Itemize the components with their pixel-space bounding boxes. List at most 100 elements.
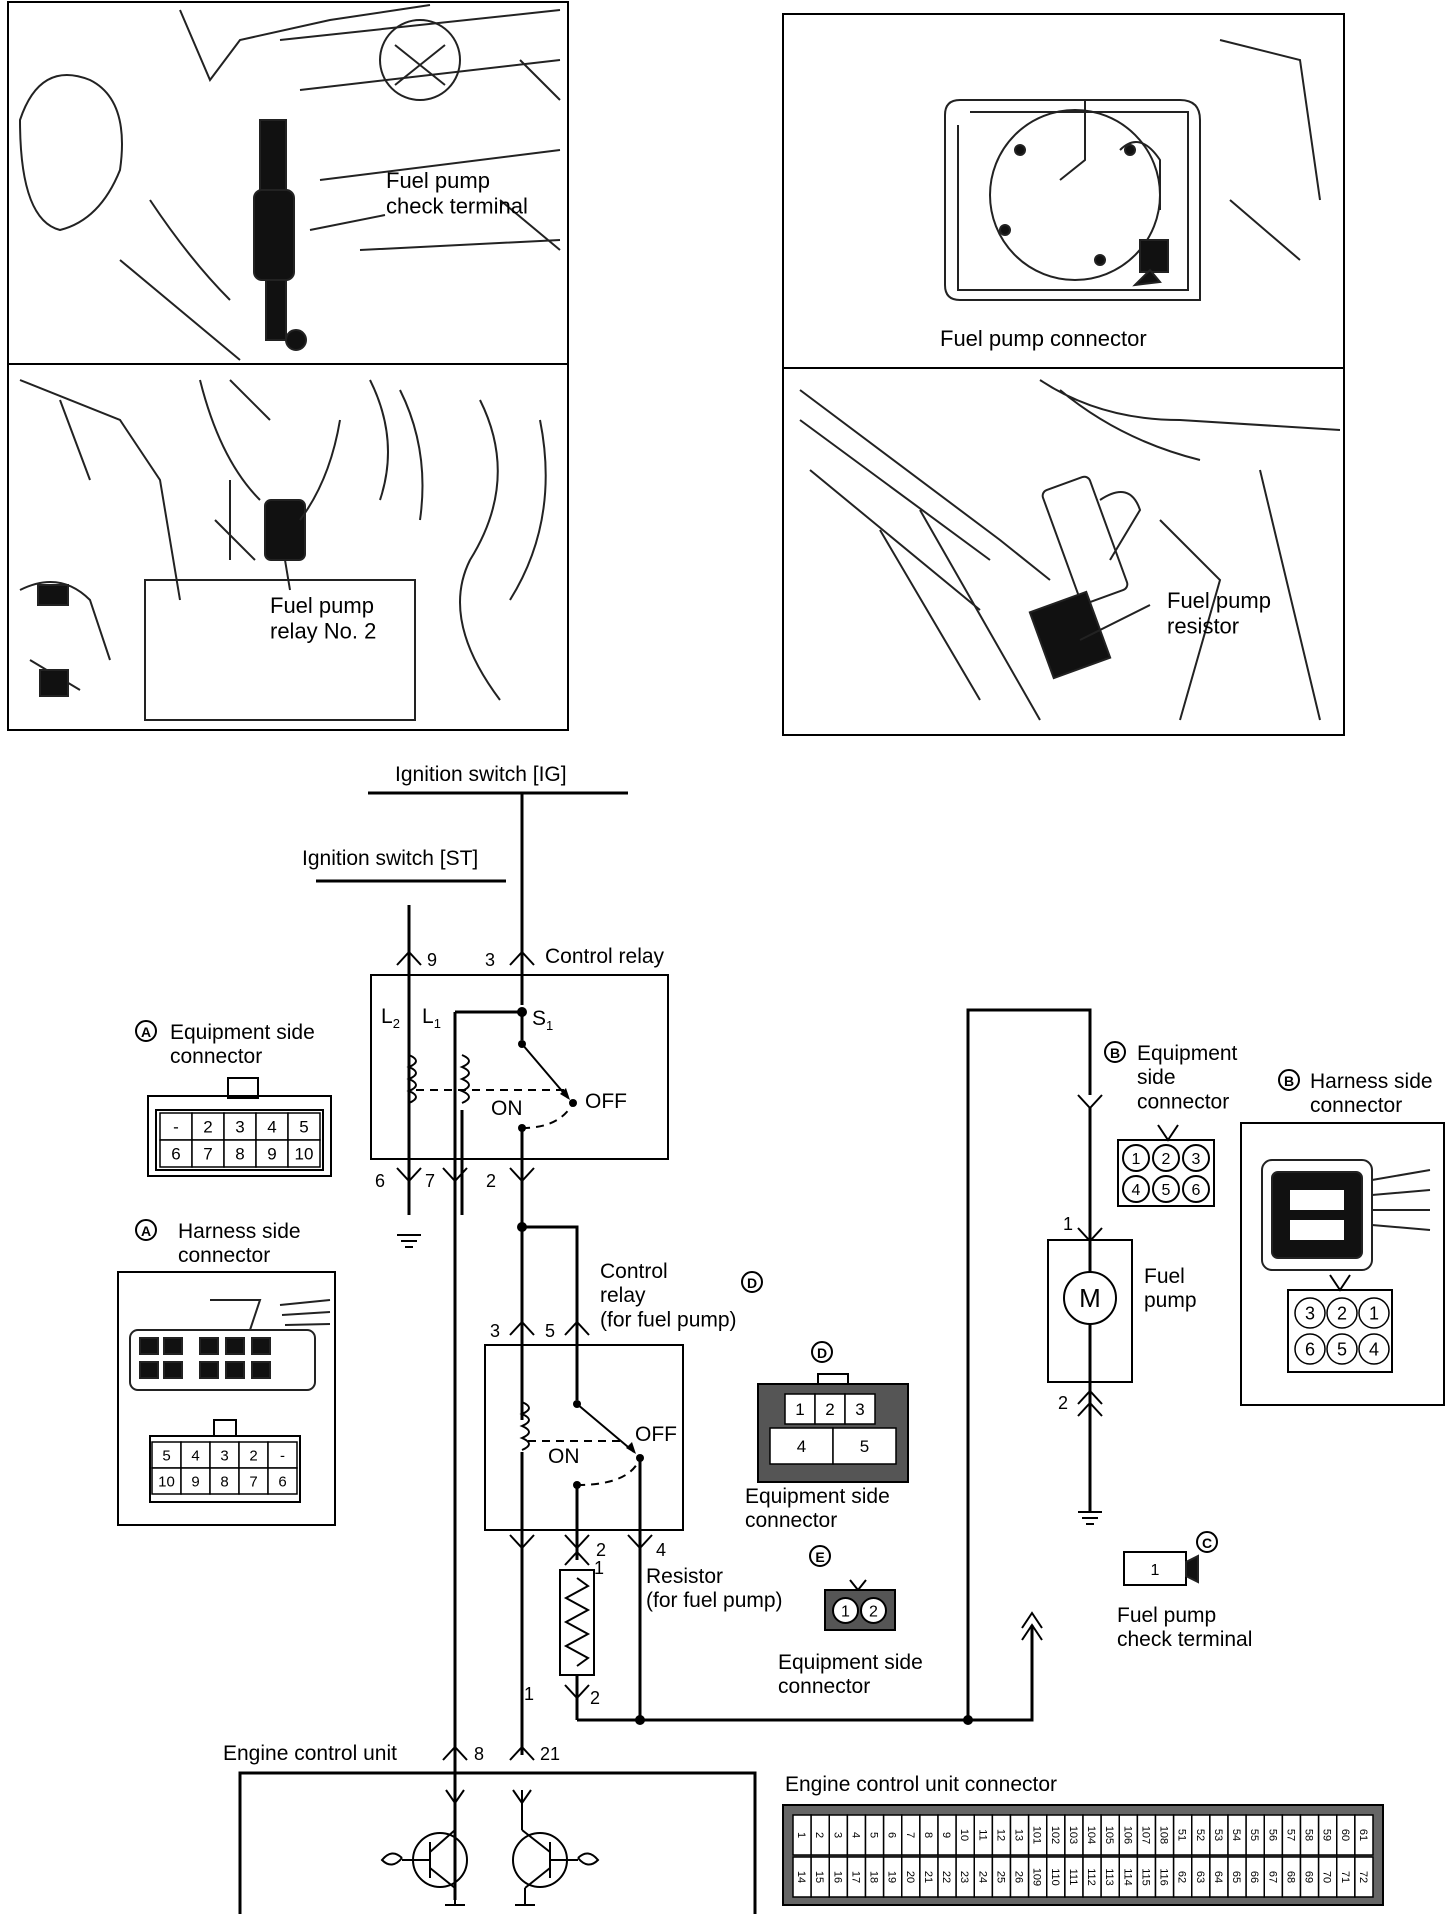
connector-pin-cell (1182, 1144, 1210, 1172)
connector-pin-label: 4 (849, 1832, 861, 1838)
ground-symbol-relay1 (397, 1234, 421, 1248)
relay2-pin-3: 3 (490, 1321, 500, 1341)
connector-pin-label: 106 (1121, 1826, 1133, 1844)
resistor-label: Resistor(for fuel pump) (646, 1565, 783, 1612)
badge-a-harness: A (141, 1223, 151, 1239)
connector-pin-label: 66 (1248, 1871, 1260, 1883)
relay-link-wiring (517, 1222, 579, 1350)
connector-pin-label: 58 (1303, 1829, 1315, 1841)
connector-pin-label: 6 (1305, 1339, 1315, 1359)
connector-pin-label: 111 (1067, 1869, 1079, 1886)
connector-pin-label: 3 (220, 1447, 228, 1464)
supply-lines: Ignition switch [IG] Ignition switch [ST… (302, 763, 628, 883)
connector-pin-label: 110 (1049, 1868, 1061, 1886)
pump-pin-1: 1 (1063, 1214, 1073, 1234)
relay-pin-2: 2 (486, 1171, 496, 1191)
connector-pin-label: 22 (940, 1871, 952, 1883)
connector-pin-cell (1152, 1144, 1180, 1172)
relay2-pin-5: 5 (545, 1321, 555, 1341)
connector-pin-label: 3 (855, 1400, 864, 1419)
connector-pin-label: 67 (1266, 1871, 1278, 1883)
connector-pin-label: 3 (831, 1832, 843, 1838)
connector-pin-cell (1354, 1856, 1374, 1898)
connector-pin-cell (832, 1427, 897, 1465)
coil-l1 (459, 1054, 470, 1104)
resistor-pin-2: 2 (590, 1688, 600, 1708)
control-relay-label: Control relay (545, 945, 665, 968)
transistor-right (512, 1789, 600, 1906)
connector-pin-cell (1358, 1333, 1390, 1365)
resistor-pin-1: 1 (594, 1558, 604, 1578)
connector-pin-label: 7 (904, 1832, 916, 1838)
connector-pin-label: 1 (795, 1832, 807, 1838)
connector-pin-label: 17 (849, 1871, 861, 1883)
connector-pin-label: 3 (1305, 1303, 1315, 1323)
connector-pin-label: 9 (267, 1145, 276, 1164)
ecu-pin-21: 21 (540, 1744, 560, 1764)
connector-pin-label: 65 (1230, 1871, 1242, 1883)
connector-pin-label: 112 (1085, 1868, 1097, 1886)
connector-pin-label: 68 (1284, 1871, 1296, 1883)
connector-pin-cell (860, 1597, 887, 1624)
connector-pin-label: 16 (831, 1871, 843, 1883)
connector-pin-label: 20 (904, 1871, 916, 1883)
badge-b-harness: B (1284, 1073, 1294, 1089)
switch-s1-label: S1 (532, 1007, 553, 1033)
connector-pin-label: 26 (1013, 1871, 1025, 1883)
connector-pin-label: 5 (868, 1832, 880, 1838)
badge-c-terminal: C (1202, 1535, 1212, 1551)
connector-pin-label: 107 (1139, 1826, 1151, 1844)
connector-pin-label: 8 (235, 1145, 244, 1164)
relay-pin-7: 7 (425, 1171, 435, 1191)
photo-pump-connector: Fuel pump connector (782, 13, 1345, 369)
connector-pin-label: - (173, 1118, 179, 1137)
connector-pin-label: 64 (1212, 1871, 1224, 1883)
connector-pin-cell (1358, 1297, 1390, 1329)
ignition-ig-label: Ignition switch [IG] (395, 763, 567, 786)
connector-pin-label: 2 (1337, 1303, 1347, 1323)
relay-pin-9: 9 (427, 950, 437, 970)
connector-pin-label: 61 (1357, 1829, 1369, 1841)
ignition-st-label: Ignition switch [ST] (302, 847, 478, 870)
connector-pin-cell (287, 1139, 321, 1168)
connector-pin-label: 103 (1067, 1826, 1079, 1844)
connector-pin-cell (255, 1139, 289, 1168)
connector-pin-cell (1182, 1175, 1210, 1203)
badge-a-equipment: A (141, 1024, 151, 1040)
connector-pin-label: 2 (825, 1400, 834, 1419)
connector-pin-label: 51 (1176, 1829, 1188, 1841)
connector-pin-label: 2 (869, 1603, 878, 1620)
connector-pin-cell (267, 1467, 298, 1495)
connector-pin-cell (159, 1112, 193, 1141)
connector-pin-label: 53 (1212, 1829, 1224, 1841)
connector-pin-cell (832, 1597, 859, 1624)
connector-pin-label: 56 (1266, 1829, 1278, 1841)
connector-pin-label: 7 (249, 1473, 257, 1490)
connector-pin-label: 4 (191, 1447, 199, 1464)
connector-pin-cell (844, 1393, 876, 1425)
connector-pin-label: 5 (299, 1118, 308, 1137)
connector-pin-cell (238, 1467, 269, 1495)
connector-pin-label: 108 (1158, 1826, 1170, 1844)
connector-pin-label: 4 (1369, 1339, 1379, 1359)
ground-symbol-pump (1078, 1511, 1102, 1525)
transistor-left (380, 1789, 468, 1906)
relay1-on-label: ON (491, 1097, 523, 1120)
relay2-pin-2: 2 (596, 1540, 606, 1560)
connector-pin-cell (180, 1467, 211, 1495)
connector-pin-label: 5 (1337, 1339, 1347, 1359)
